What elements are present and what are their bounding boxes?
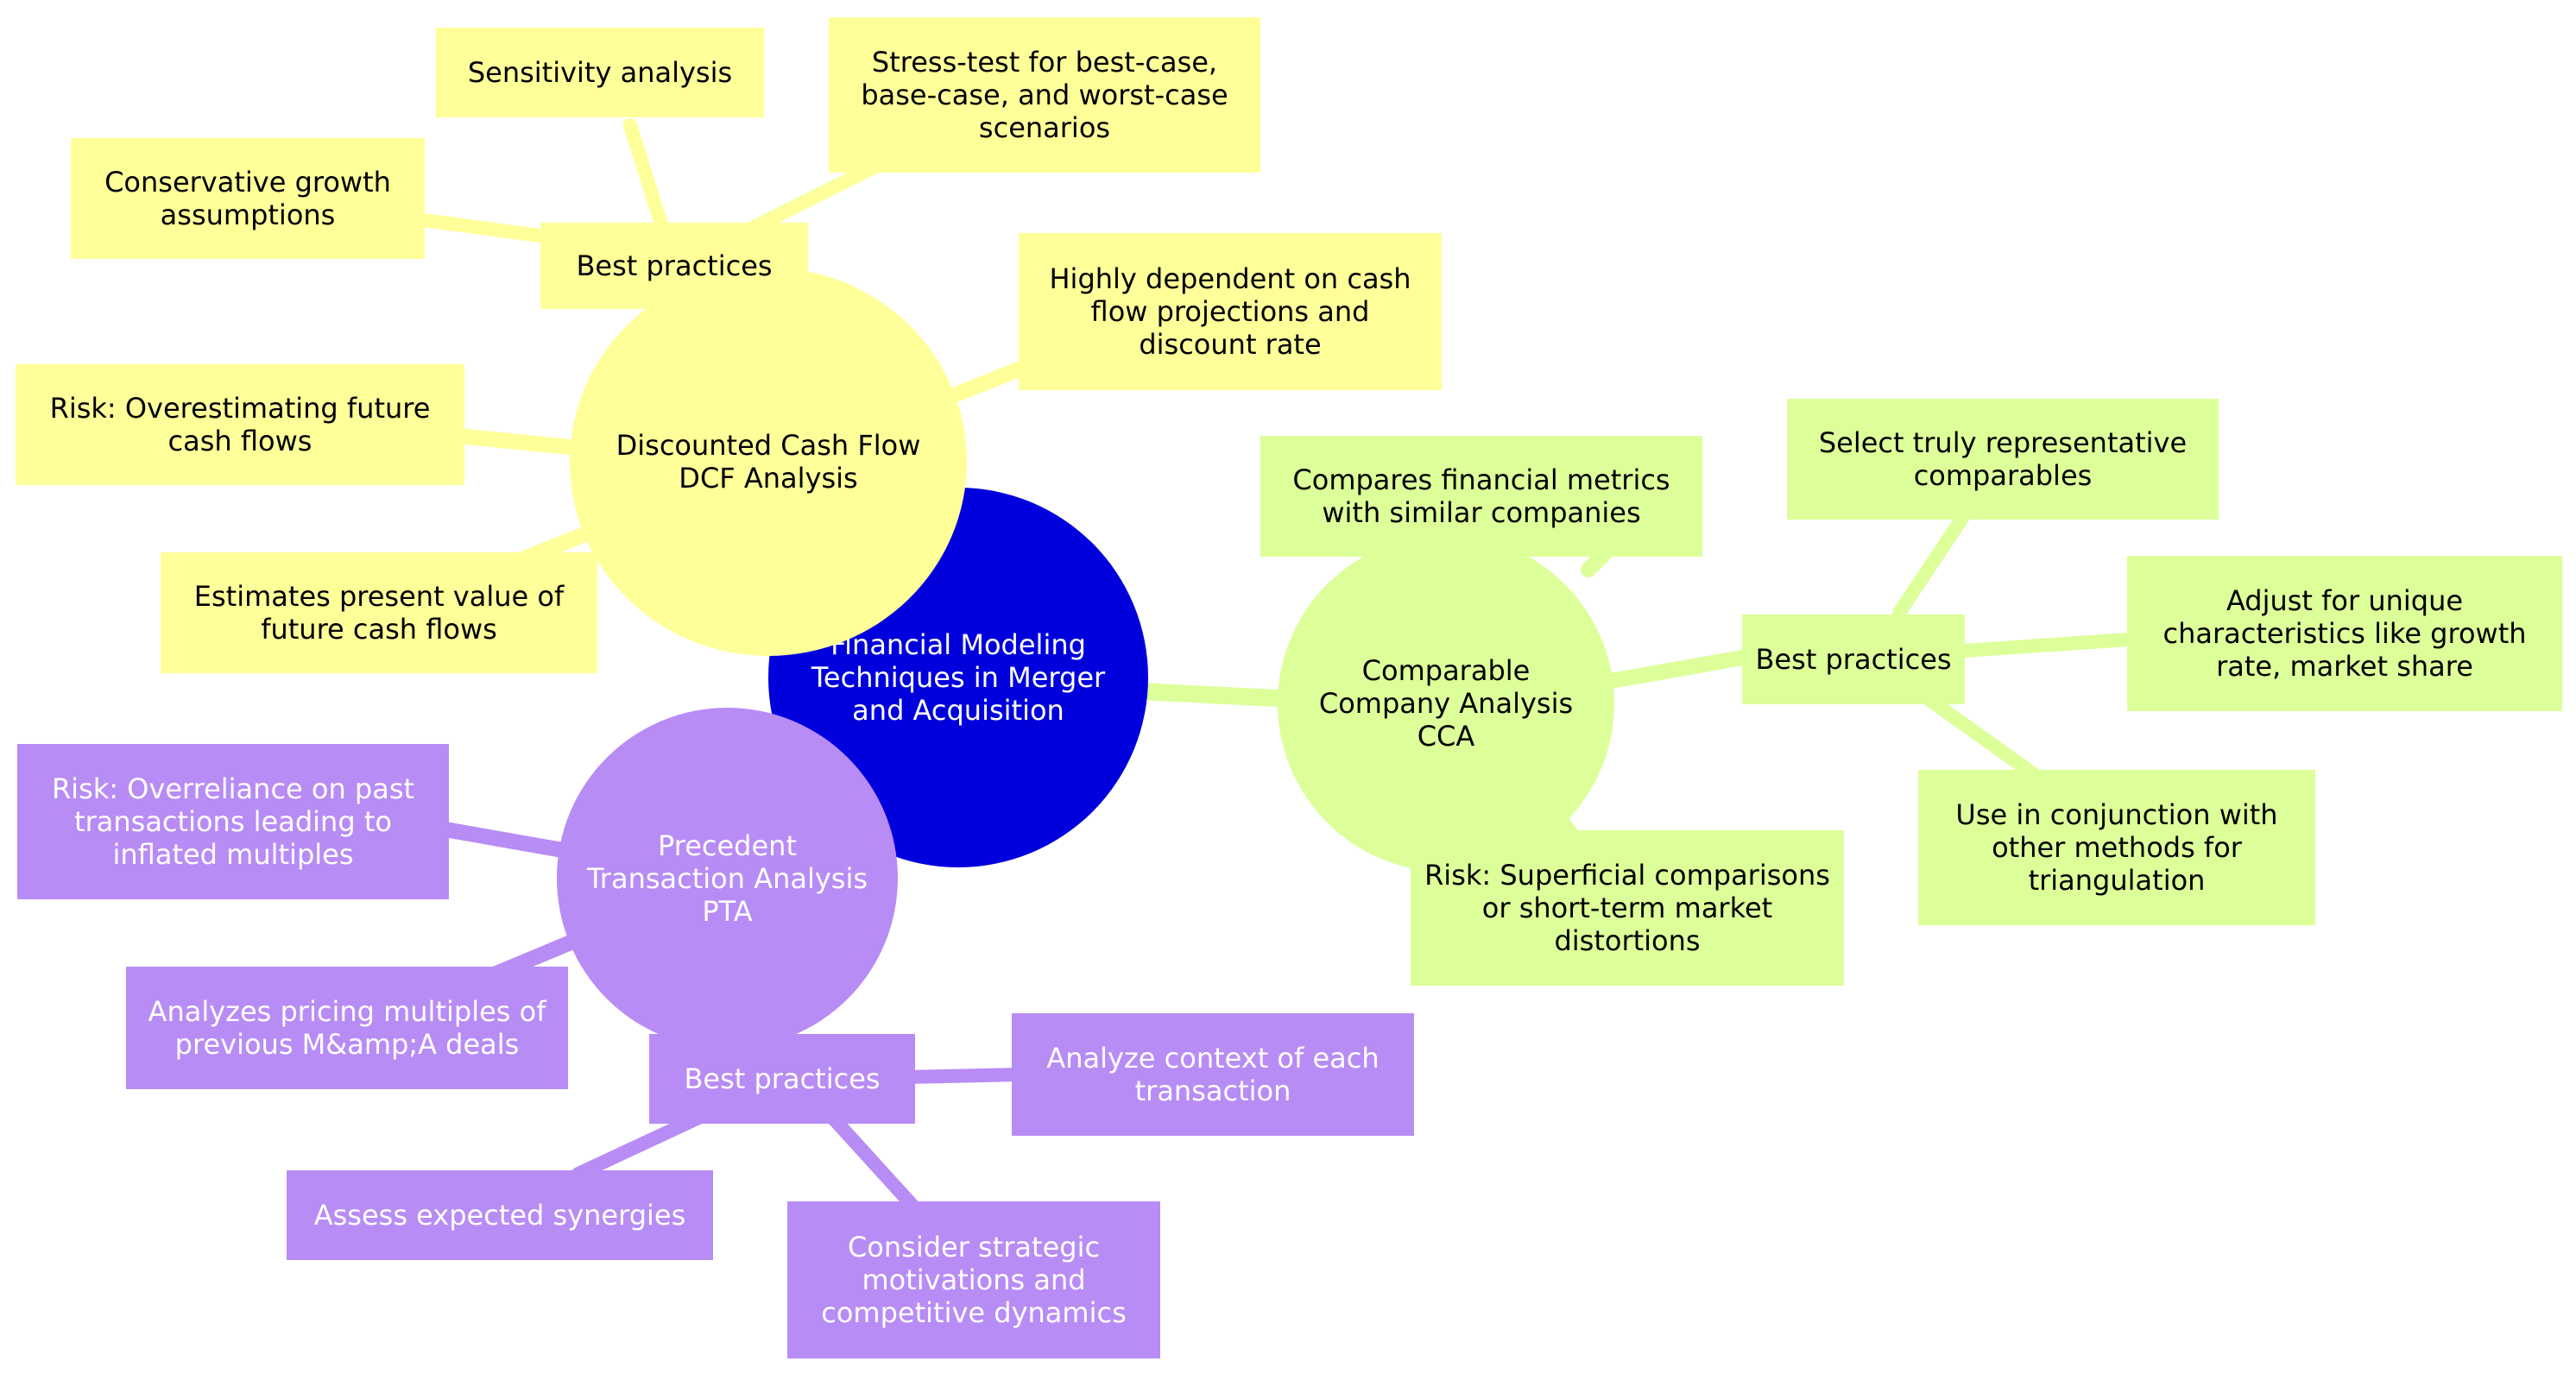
- dcf-bp-sensitivity-node[interactable]: Sensitivity analysis: [436, 28, 764, 117]
- cca-bp-use-node[interactable]: Use in conjunction with other methods fo…: [1918, 770, 2315, 925]
- dcf-bp-growth-node[interactable]: Conservative growth assumptions: [71, 138, 425, 259]
- edge-cca-bp-adjust: [1944, 632, 2148, 659]
- cca-bp-select-node[interactable]: Select truly representative comparables: [1787, 399, 2219, 520]
- pta-bp-strategic-node[interactable]: Consider strategic motivations and compe…: [787, 1201, 1160, 1358]
- pta-bp-context-node[interactable]: Analyze context of each transaction: [1012, 1013, 1414, 1136]
- dcf-dependency-node[interactable]: Highly dependent on cash flow projection…: [1019, 233, 1442, 390]
- dcf-definition-node[interactable]: Estimates present value of future cash f…: [161, 552, 597, 673]
- cca-best-practices-node[interactable]: Best practices: [1742, 615, 1965, 704]
- edge-cca-bestpractices: [1598, 648, 1760, 690]
- edge-dcf-risk: [450, 428, 595, 457]
- edge-dcf-bp-growth: [416, 213, 559, 244]
- edge-root-cca: [1114, 682, 1304, 708]
- pta-definition-node[interactable]: Analyzes pricing multiples of previous M…: [126, 967, 568, 1089]
- edge-cca-bp-select: [1892, 502, 1975, 620]
- pta-risk-node[interactable]: Risk: Overreliance on past transactions …: [17, 744, 449, 899]
- pta-bp-synergies-node[interactable]: Assess expected synergies: [287, 1170, 713, 1260]
- cca-risk-node[interactable]: Risk: Superficial comparisons or short-t…: [1411, 830, 1844, 986]
- cca-definition-node[interactable]: Compares financial metrics with similar …: [1260, 436, 1702, 557]
- dcf-bp-stress-test-node[interactable]: Stress-test for best-case, base-case, an…: [829, 17, 1260, 173]
- cca-bp-adjust-node[interactable]: Adjust for unique characteristics like g…: [2127, 556, 2562, 711]
- pta-node[interactable]: Precedent Transaction Analysis PTA: [557, 708, 898, 1049]
- edge-pta-bp-strategic: [822, 1106, 922, 1215]
- edge-cca-bp-use: [1910, 684, 2044, 784]
- dcf-node[interactable]: Discounted Cash Flow DCF Analysis: [570, 268, 967, 656]
- dcf-risk-node[interactable]: Risk: Overestimating future cash flows: [16, 364, 464, 485]
- pta-best-practices-node[interactable]: Best practices: [649, 1034, 915, 1124]
- edge-pta-bp-context: [900, 1068, 1026, 1084]
- dcf-best-practices-node[interactable]: Best practices: [540, 223, 808, 309]
- cca-node[interactable]: Comparable Company Analysis CCA: [1278, 535, 1614, 872]
